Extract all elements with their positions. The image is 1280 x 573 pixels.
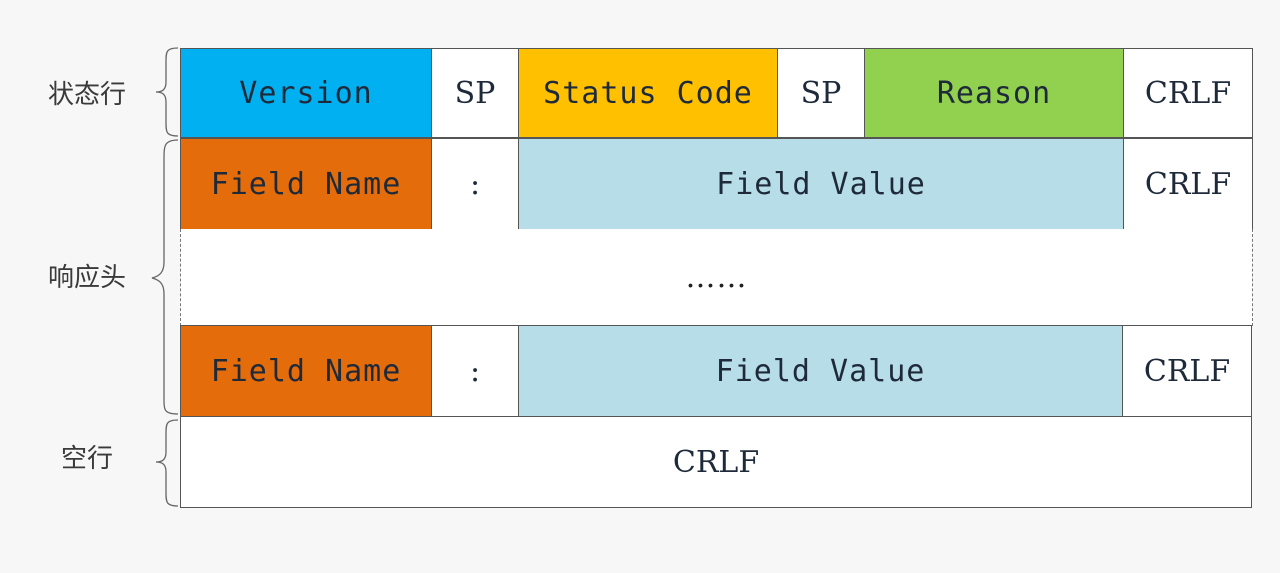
crlf-cell-status: CRLF bbox=[1123, 48, 1253, 138]
sp-cell-1: SP bbox=[431, 48, 519, 138]
colon-cell-2: : bbox=[431, 325, 519, 417]
version-cell: Version bbox=[180, 48, 432, 138]
field-value-cell-1: Field Value bbox=[518, 138, 1124, 230]
field-value-cell-2: Field Value bbox=[518, 325, 1123, 417]
crlf-cell-header-2: CRLF bbox=[1122, 325, 1252, 417]
response-headers-label: 响应头 bbox=[47, 263, 126, 293]
colon-cell-1: : bbox=[431, 138, 519, 230]
ellipsis-row: …… bbox=[180, 229, 1253, 326]
response-headers-brace bbox=[151, 139, 179, 415]
blank-line-label: 空行 bbox=[60, 444, 113, 474]
reason-cell: Reason bbox=[864, 48, 1124, 138]
status-code-cell: Status Code bbox=[518, 48, 778, 138]
ellipsis-text: …… bbox=[685, 260, 748, 295]
field-name-cell-1: Field Name bbox=[180, 138, 432, 230]
blank-line-brace bbox=[155, 419, 179, 507]
blank-line-crlf-cell: CRLF bbox=[180, 416, 1252, 508]
field-name-cell-2: Field Name bbox=[180, 325, 432, 417]
sp-cell-2: SP bbox=[777, 48, 865, 138]
status-line-brace bbox=[155, 47, 179, 137]
status-line-label: 状态行 bbox=[47, 80, 126, 110]
crlf-cell-header-1: CRLF bbox=[1123, 138, 1253, 230]
